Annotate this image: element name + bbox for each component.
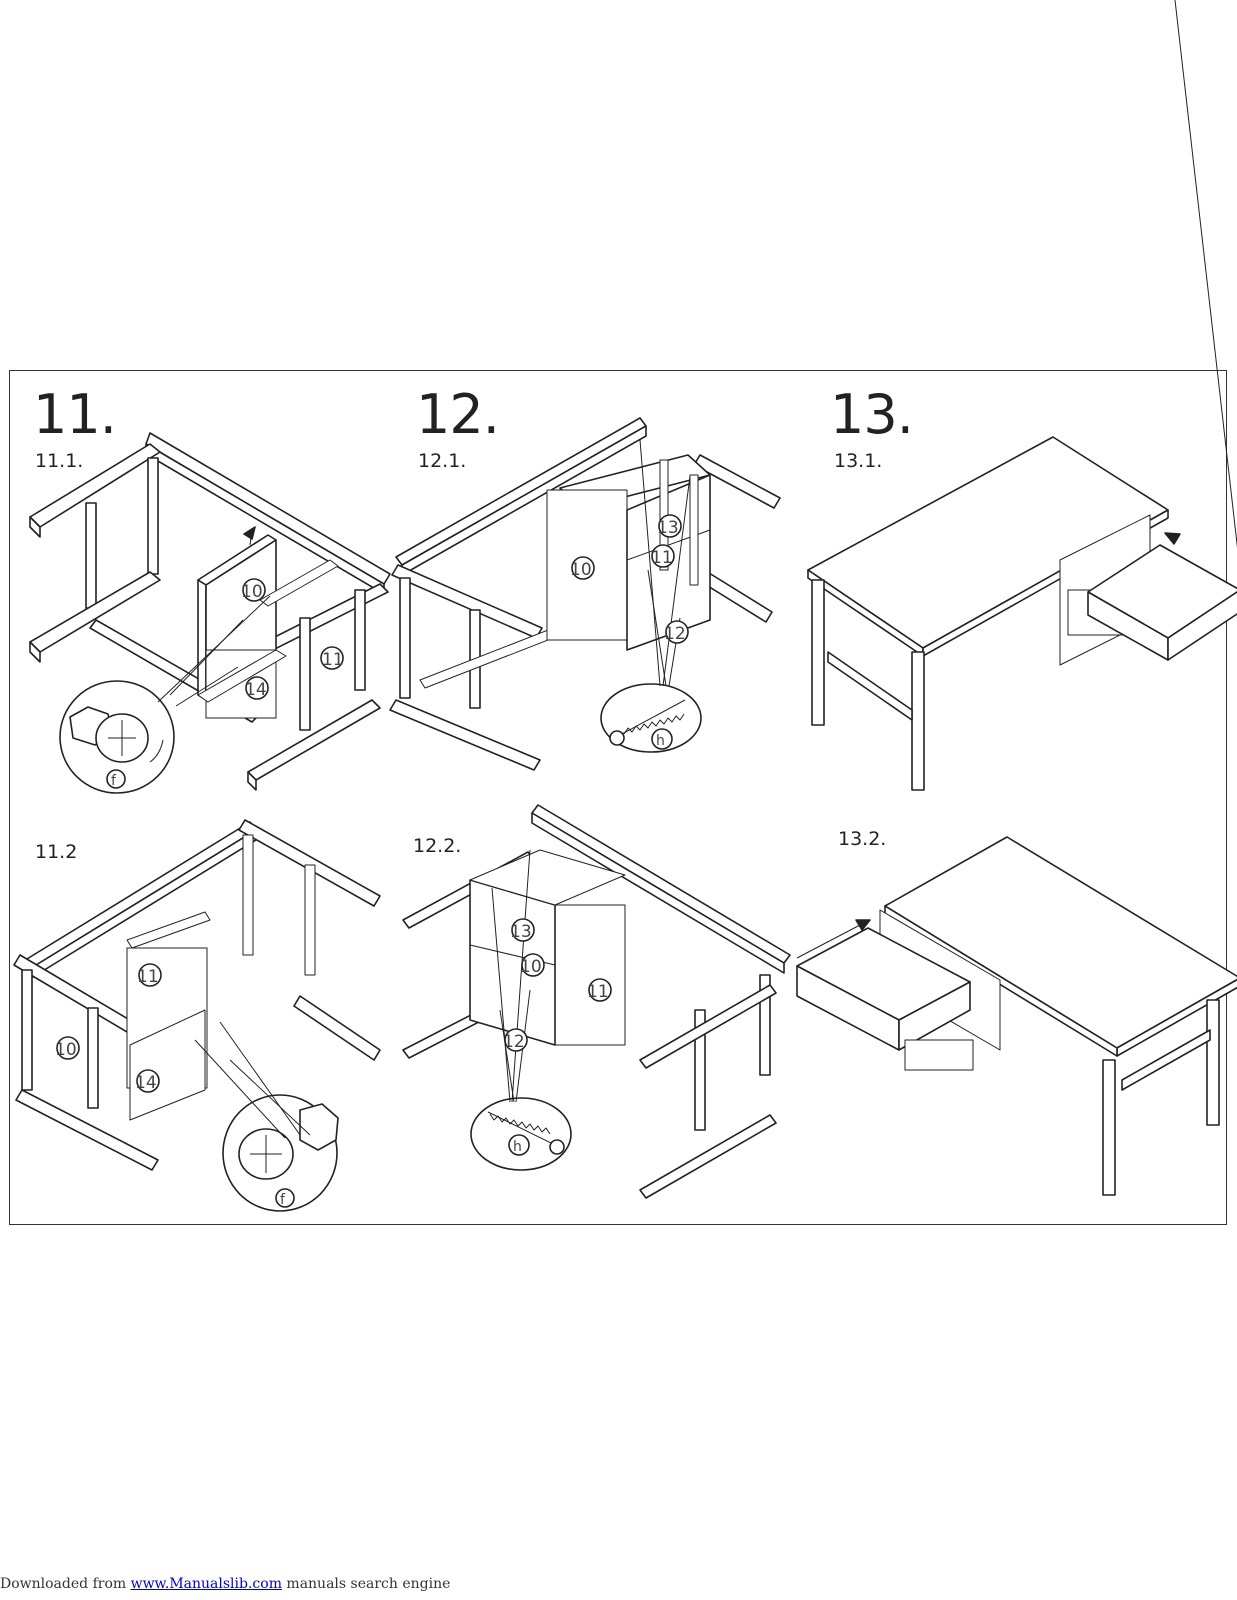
part-label-12-step12-1: 12 bbox=[664, 624, 686, 644]
step-12-2-label: 12.2. bbox=[413, 835, 462, 857]
hardware-label-h-2: h bbox=[513, 1139, 522, 1155]
step-11-title: 11. bbox=[33, 383, 117, 446]
part-label-13-step12-2: 13 bbox=[510, 922, 532, 942]
step-11-1-label: 11.1. bbox=[35, 450, 84, 472]
part-label-14-step11-2: 14 bbox=[135, 1073, 157, 1093]
step-11-2-label: 11.2 bbox=[35, 841, 78, 863]
part-label-11-step11-1: 11 bbox=[322, 650, 344, 670]
hardware-label-f-2: f bbox=[280, 1192, 286, 1208]
footer: Downloaded from www.Manualslib.com manua… bbox=[0, 1576, 450, 1592]
footer-suffix: manuals search engine bbox=[281, 1576, 451, 1592]
part-label-11-step11-2: 11 bbox=[137, 967, 159, 987]
part-label-10-step12-2: 10 bbox=[520, 957, 542, 977]
part-label-14-step11-1: 14 bbox=[245, 680, 267, 700]
hardware-label-f-1: f bbox=[111, 773, 117, 789]
part-label-12-step12-2: 12 bbox=[503, 1032, 525, 1052]
step-13-2-label: 13.2. bbox=[838, 828, 887, 850]
part-label-10-step12-1: 10 bbox=[570, 560, 592, 580]
step-13-title: 13. bbox=[830, 383, 914, 446]
step-12-1-label: 12.1. bbox=[418, 450, 467, 472]
part-label-10-step11-1: 10 bbox=[241, 582, 263, 602]
part-label-11-step12-2: 11 bbox=[587, 982, 609, 1002]
part-label-10-step11-2: 10 bbox=[55, 1040, 77, 1060]
footer-prefix: Downloaded from bbox=[0, 1576, 131, 1592]
hardware-label-h-1: h bbox=[656, 733, 665, 749]
manualslib-link[interactable]: www.Manualslib.com bbox=[130, 1576, 282, 1592]
part-label-13-step12-1: 13 bbox=[657, 518, 679, 538]
instruction-frame bbox=[9, 370, 1227, 1225]
step-12-title: 12. bbox=[416, 383, 500, 446]
step-13-1-label: 13.1. bbox=[834, 450, 883, 472]
part-label-11-step12-1: 11 bbox=[651, 548, 673, 568]
